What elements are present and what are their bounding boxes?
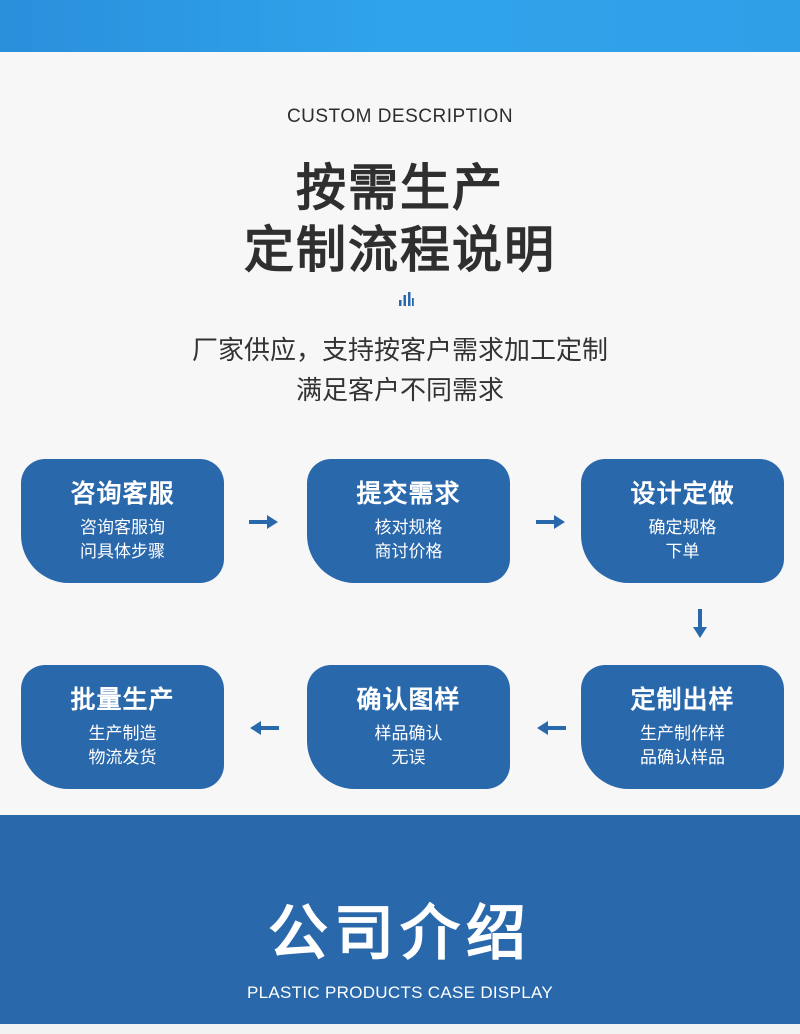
step-desc-line: 确定规格 [648,518,717,538]
step-desc-line: 无误 [391,748,426,768]
step-title: 定制出样 [630,685,735,714]
bar-chart-icon [399,292,414,306]
step-title: 提交需求 [356,479,461,508]
step-mass-production: 批量生产 生产制造 物流发货 [21,665,224,789]
step-consult-service: 咨询客服 咨询客服询 问具体步骤 [21,459,224,583]
step-description: 咨询客服询 问具体步骤 [21,516,224,564]
page-title-line-1: 按需生产 [296,159,504,217]
step-desc-line: 生产制作样 [640,724,725,744]
step-description: 确定规格 下单 [581,516,784,564]
step-desc-line: 咨询客服询 [80,518,165,538]
step-title: 批量生产 [70,685,175,714]
step-description: 生产制造 物流发货 [21,722,224,770]
step-description: 样品确认 无误 [307,722,510,770]
step-design-customize: 设计定做 确定规格 下单 [581,459,784,583]
subtitle-line-1: 厂家供应，支持按客户需求加工定制 [191,336,608,366]
section-eyebrow: CUSTOM DESCRIPTION [286,106,514,127]
company-intro-subtitle: PLASTIC PRODUCTS CASE DISPLAY [247,983,553,1002]
page-title-line-2: 定制流程说明 [244,221,556,279]
step-desc-line: 生产制造 [88,724,157,744]
step-title: 设计定做 [630,479,735,508]
arrow-right-icon [249,515,278,529]
step-desc-line: 商讨价格 [374,542,443,562]
company-intro-title: 公司介绍 [268,899,532,969]
arrow-left-icon [537,721,566,735]
step-desc-line: 物流发货 [88,748,157,768]
arrow-left-icon [250,721,279,735]
step-desc-line: 核对规格 [374,518,443,538]
step-title: 咨询客服 [70,479,175,508]
step-desc-line: 样品确认 [374,724,443,744]
step-desc-line: 品确认样品 [640,748,725,768]
bottom-strip [0,1024,800,1034]
step-confirm-sample: 确认图样 样品确认 无误 [307,665,510,789]
step-description: 核对规格 商讨价格 [307,516,510,564]
step-title: 确认图样 [356,685,461,714]
top-banner-bar [0,0,800,52]
company-intro-banner [0,815,800,1034]
step-desc-line: 问具体步骤 [80,542,165,562]
step-description: 生产制作样 品确认样品 [581,722,784,770]
step-desc-line: 下单 [665,542,700,562]
step-submit-requirements: 提交需求 核对规格 商讨价格 [307,459,510,583]
arrow-right-icon [536,515,565,529]
subtitle-line-2: 满足客户不同需求 [295,376,504,406]
arrow-down-icon [693,609,707,638]
step-custom-sample: 定制出样 生产制作样 品确认样品 [581,665,784,789]
